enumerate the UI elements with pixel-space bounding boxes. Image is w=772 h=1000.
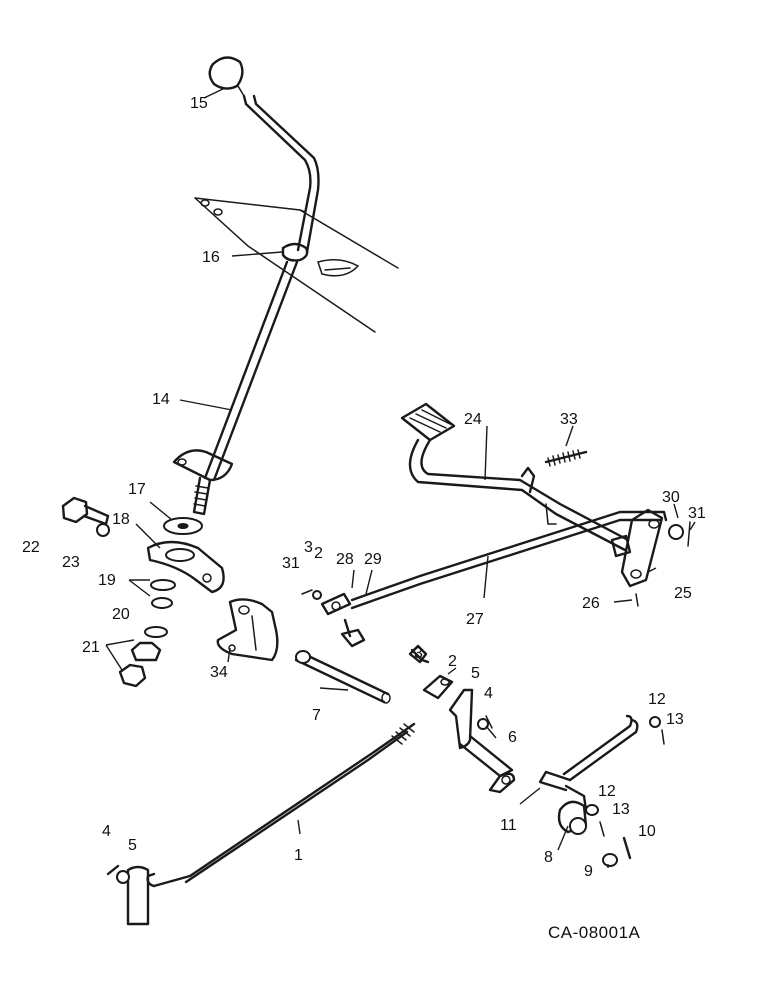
lower-right-linkage [538,714,665,867]
shift-lever [172,56,320,516]
callout-25: 25 [674,585,692,602]
linkage-center [408,644,516,794]
callout-16: 16 [202,249,220,266]
callout-10: 10 [638,823,656,840]
callout-4-center: 4 [484,685,493,702]
leader-lines [135,87,696,868]
callout-11: 11 [500,817,517,834]
callout-31-right: 31 [688,505,706,522]
diagram-code: CA-08001A [548,923,641,942]
callout-19: 19 [98,572,116,589]
callout-13-lower: 13 [612,801,630,818]
callout-13-upper: 13 [666,711,684,728]
callout-15: 15 [190,95,208,112]
callout-21: 21 [82,639,100,656]
floor-plate [194,197,399,333]
callout-8: 8 [544,849,553,866]
callout-34: 34 [210,664,228,681]
callout-7: 7 [312,707,321,724]
callout-20: 20 [112,606,130,623]
pedal-assembly [400,402,691,607]
callout-9: 9 [584,863,593,880]
callout-24: 24 [464,411,482,428]
pivot-hardware [61,496,225,688]
callout-labels: 15 16 14 17 18 22 23 19 20 21 34 7 24 33… [22,95,706,880]
callout-14: 14 [152,391,170,408]
clutch-rod-27 [301,510,668,648]
cross-shaft-7 [294,650,391,704]
callout-6: 6 [508,729,517,746]
callout-2-upper: 2 [314,545,323,562]
callout-5-center: 5 [471,665,480,682]
callout-2: 2 [448,653,457,670]
callout-30: 30 [662,489,680,506]
callout-12-upper: 12 [648,691,666,708]
callout-23: 23 [62,554,80,571]
callout-22: 22 [22,539,40,556]
callout-12-lower: 12 [598,783,616,800]
callout-3-upper: 3 [304,539,313,556]
callout-18: 18 [112,511,130,528]
callout-33: 33 [560,411,578,428]
callout-26: 26 [582,595,600,612]
callout-29: 29 [364,551,382,568]
callout-31-left: 31 [282,555,300,572]
callout-1: 1 [294,847,303,864]
callout-27: 27 [466,611,484,628]
shift-rod-1 [106,722,416,926]
bracket-34 [216,598,279,662]
callout-28: 28 [336,551,354,568]
callout-5-left: 5 [128,837,137,854]
callout-17: 17 [128,481,146,498]
callout-3: 3 [414,645,423,662]
callout-4-left: 4 [102,823,111,840]
